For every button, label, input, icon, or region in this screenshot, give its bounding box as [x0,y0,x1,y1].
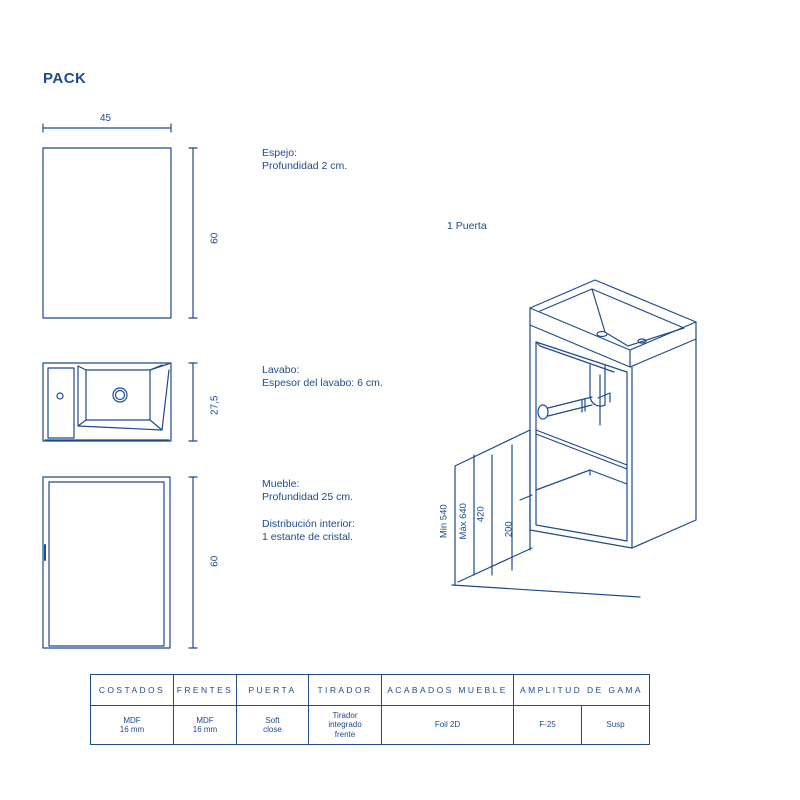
header-amplitud: AMPLITUD DE GAMA [512,674,651,706]
header-tirador: TIRADOR [308,674,382,706]
interior-note-shelf: 1 estante de cristal. [262,530,354,543]
header-frentes: FRENTES [173,674,237,706]
spec-table: COSTADOS FRENTES PUERTA TIRADOR ACABADOS… [90,674,651,745]
mirror-front-view [43,148,171,318]
value-tirador: Tirador integrado frente [308,705,382,745]
cabinet-height-label: 60 [209,555,221,567]
cabinet-front-view [43,477,170,648]
spec-value-row: MDF 16 mm MDF 16 mm Soft close Tirador i… [90,705,651,745]
value-gama-susp: Susp [580,705,651,745]
basin-depth-dimension [189,363,197,441]
mirror-height-label: 60 [209,232,221,244]
value-acabados: Foil 2D [381,705,514,745]
cabinet-height-dimension [189,477,197,648]
basin-top-view [43,363,171,441]
mirror-note-depth: Profundidad 2 cm. [262,159,348,172]
spec-header-row: COSTADOS FRENTES PUERTA TIRADOR ACABADOS… [90,674,651,706]
mirror-height-dimension [189,148,197,318]
value-costados: MDF 16 mm [90,705,174,745]
basin-note: Lavabo: Espesor del lavabo: 6 cm. [262,364,383,389]
install-trap-label: 200 [503,521,515,538]
cabinet-note: Mueble: Profundidad 25 cm. [262,478,353,503]
interior-note-title: Distribución interior: [262,518,355,530]
basin-note-title: Lavabo: [262,364,300,376]
cabinet-note-title: Mueble: [262,478,300,490]
value-frentes: MDF 16 mm [173,705,237,745]
cabinet-3d-view [530,280,696,548]
value-puerta: Soft close [236,705,309,745]
mirror-note-title: Espejo: [262,147,298,159]
page-title: PACK [43,70,87,87]
install-min-label: Min 540 [438,504,450,539]
mirror-note: Espejo: Profundidad 2 cm. [262,147,347,172]
basin-depth-label: 27,5 [209,395,221,415]
interior-note: Distribución interior: 1 estante de cris… [262,518,355,543]
mirror-width-label: 45 [100,113,112,124]
header-puerta: PUERTA [236,674,309,706]
cabinet-note-depth: Profundidad 25 cm. [262,490,354,503]
header-acabados: ACABADOS MUEBLE [381,674,514,706]
install-drain-label: 420 [475,506,487,523]
install-max-label: Máx 640 [457,503,469,540]
door-count-label: 1 Puerta [447,220,487,232]
value-gama-f25: F-25 [513,705,582,745]
mirror-width-dimension [43,124,171,132]
basin-note-thickness: Espesor del lavabo: 6 cm. [262,376,383,389]
header-costados: COSTADOS [90,674,174,706]
